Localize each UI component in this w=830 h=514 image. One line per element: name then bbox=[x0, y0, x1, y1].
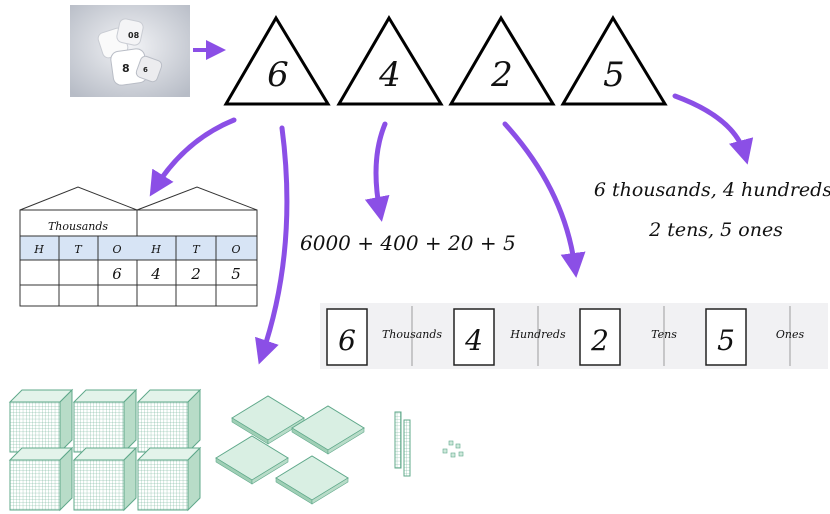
thousand-cube bbox=[72, 446, 138, 512]
thousands-cubes bbox=[8, 388, 202, 512]
expanded-form: 6000 + 400 + 20 + 5 bbox=[300, 231, 516, 255]
place-value-chart: Thousands H T O H T O 6 4 2 5 bbox=[19, 186, 258, 307]
tens-rods bbox=[394, 411, 411, 477]
chart-header: O bbox=[112, 243, 121, 256]
one-unit bbox=[455, 443, 461, 449]
flip-cards: 6 Thousands 4 Hundreds 2 Tens 5 Ones bbox=[320, 303, 828, 369]
chart-header: O bbox=[231, 243, 240, 256]
ten-rod bbox=[403, 419, 411, 477]
thousand-cube bbox=[72, 388, 138, 454]
chart-header: T bbox=[192, 243, 201, 256]
arrow-to-expanded bbox=[364, 121, 390, 222]
arrow-to-blocks bbox=[255, 125, 290, 365]
flip-card-digit: 2 bbox=[590, 324, 609, 357]
flip-card: 2 Tens bbox=[579, 306, 677, 366]
arrows bbox=[149, 93, 754, 365]
chart-header: T bbox=[74, 243, 83, 256]
hundreds-flats bbox=[215, 395, 365, 505]
one-unit bbox=[448, 440, 454, 446]
svg-text:6: 6 bbox=[143, 66, 148, 74]
flip-card-label: Hundreds bbox=[509, 328, 566, 341]
digit-triangle: 2 bbox=[448, 15, 556, 106]
svg-text:08: 08 bbox=[128, 31, 140, 40]
chart-cell: 2 bbox=[190, 265, 201, 283]
chart-cell: 4 bbox=[150, 265, 161, 283]
chart-cell: 6 bbox=[112, 265, 122, 283]
digit-label: 6 bbox=[267, 55, 289, 95]
dice-photo: 8 08 6 bbox=[70, 5, 190, 97]
chart-cell: 5 bbox=[231, 265, 241, 283]
flip-card-label: Tens bbox=[651, 328, 677, 341]
word-form-line1: 6 thousands, 4 hundreds, bbox=[594, 179, 830, 201]
digit-label: 2 bbox=[490, 55, 513, 95]
arrow-to-chart bbox=[149, 117, 237, 197]
flip-card: 4 Hundreds bbox=[453, 306, 566, 366]
flip-card-digit: 5 bbox=[717, 324, 735, 357]
digit-triangles: 6 4 2 5 bbox=[223, 15, 668, 106]
svg-text:8: 8 bbox=[122, 62, 130, 75]
one-unit bbox=[450, 452, 456, 458]
thousand-cube bbox=[136, 446, 202, 512]
flip-card-digit: 4 bbox=[464, 324, 483, 357]
flip-card-label: Ones bbox=[776, 328, 805, 341]
one-unit bbox=[442, 448, 448, 454]
digit-triangle: 6 bbox=[223, 15, 331, 106]
word-form-line2: 2 tens, 5 ones bbox=[648, 219, 783, 241]
digit-triangle: 4 bbox=[336, 15, 444, 106]
digit-label: 5 bbox=[603, 55, 625, 95]
hundred-flat bbox=[215, 435, 289, 485]
flip-card-digit: 6 bbox=[338, 324, 356, 357]
thousand-cube bbox=[8, 446, 74, 512]
arrow-to-words bbox=[672, 93, 754, 165]
arrow-to-cards bbox=[502, 121, 586, 278]
flip-card: 6 Thousands bbox=[326, 306, 442, 366]
hundred-flat bbox=[275, 455, 349, 505]
ones-units bbox=[442, 440, 464, 458]
thousand-cube bbox=[8, 388, 74, 454]
chart-group-label: Thousands bbox=[48, 220, 108, 233]
chart-header: H bbox=[33, 243, 44, 256]
digit-label: 4 bbox=[378, 55, 401, 95]
flip-card: 5 Ones bbox=[705, 306, 805, 366]
digit-triangle: 5 bbox=[560, 15, 668, 106]
one-unit bbox=[458, 451, 464, 457]
flip-card-label: Thousands bbox=[382, 328, 442, 341]
thousand-cube bbox=[136, 388, 202, 454]
hundred-flat bbox=[291, 405, 365, 455]
hundred-flat bbox=[231, 395, 305, 445]
ten-rod bbox=[394, 411, 402, 469]
chart-header: H bbox=[150, 243, 161, 256]
